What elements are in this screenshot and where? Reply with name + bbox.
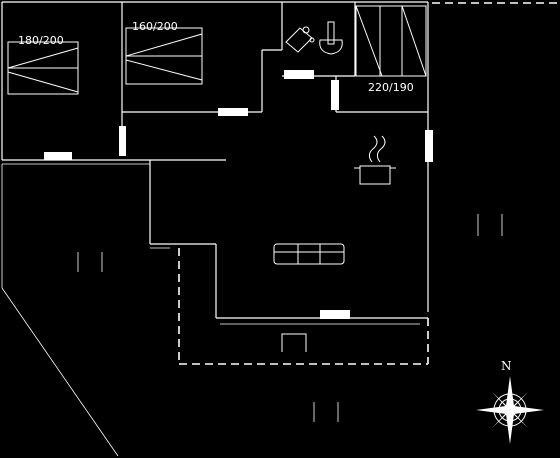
bedroom-1-bed-size-label: 180/200 bbox=[18, 34, 64, 47]
wardrobe-door-left bbox=[355, 5, 383, 77]
compass-north-label: N bbox=[501, 359, 512, 373]
bench-icon bbox=[281, 333, 307, 352]
bed-icon bbox=[125, 27, 203, 85]
sink-icon bbox=[285, 26, 315, 53]
bed-2-blanket bbox=[125, 33, 203, 57]
plot-boundary-diagonal bbox=[1, 287, 119, 457]
compass-nw-point bbox=[492, 392, 510, 410]
compass-south-point bbox=[506, 410, 514, 444]
pot-body bbox=[359, 165, 391, 185]
bedroom-2-side-door bbox=[119, 126, 126, 156]
sink-drain bbox=[309, 37, 315, 43]
wardrobe-door-right bbox=[401, 5, 427, 77]
terrace-outline bbox=[178, 248, 429, 365]
bench-outline bbox=[281, 333, 307, 352]
bed-icon bbox=[7, 41, 79, 95]
doors bbox=[44, 70, 433, 319]
east-door bbox=[425, 130, 433, 162]
toilet-icon bbox=[319, 21, 343, 55]
wardrobe-frame bbox=[355, 5, 427, 77]
wardrobe-size-label: 220/190 bbox=[368, 81, 414, 94]
bathroom-door bbox=[284, 70, 314, 79]
sofa-frame bbox=[273, 243, 345, 265]
bed-1-blanket bbox=[7, 47, 79, 69]
compass-se-point bbox=[510, 410, 528, 428]
sofa-icon bbox=[273, 243, 345, 265]
pot-steam-1 bbox=[368, 135, 378, 163]
compass-north-point bbox=[506, 376, 514, 410]
pot-steam-2 bbox=[376, 135, 386, 163]
compass-east-point bbox=[510, 406, 544, 414]
compass-rose-icon bbox=[476, 376, 544, 444]
sink-tap bbox=[302, 26, 310, 34]
closet-door bbox=[331, 80, 339, 110]
cooking-pot-icon bbox=[354, 135, 396, 185]
column-markers bbox=[77, 214, 503, 422]
terrace-door bbox=[320, 310, 350, 319]
compass-west-point bbox=[476, 406, 510, 414]
wardrobe-icon bbox=[355, 5, 427, 77]
bedroom-1-door bbox=[44, 152, 72, 160]
toilet-tank bbox=[327, 21, 335, 45]
bedroom-2-door bbox=[218, 108, 248, 116]
toilet-bowl bbox=[319, 39, 343, 55]
compass-ne-point bbox=[510, 392, 528, 410]
bed-2-blanket-lower bbox=[125, 59, 203, 81]
compass-sw-point bbox=[492, 410, 510, 428]
bed-1-blanket-lower bbox=[7, 71, 79, 93]
bedroom-2-bed-size-label: 160/200 bbox=[132, 20, 178, 33]
